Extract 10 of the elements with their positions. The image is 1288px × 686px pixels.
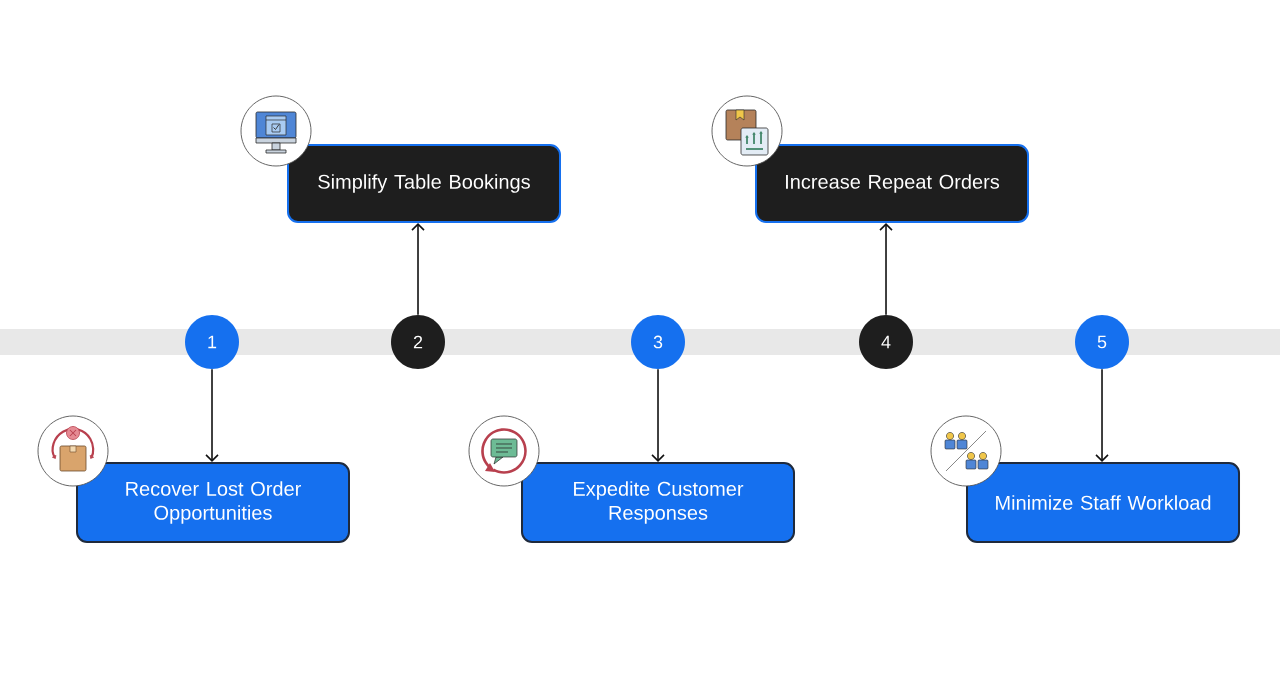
step-box: Simplify Table Bookings [287,144,561,223]
arrow [411,223,425,316]
arrow [1095,368,1109,462]
step-box: Minimize Staff Workload [966,462,1240,543]
step-box: Expedite Customer Responses [521,462,795,543]
step-box: Increase Repeat Orders [755,144,1029,223]
arrow [205,368,219,462]
step-box: Recover Lost Order Opportunities [76,462,350,543]
arrow [879,223,893,316]
arrow [651,368,665,462]
